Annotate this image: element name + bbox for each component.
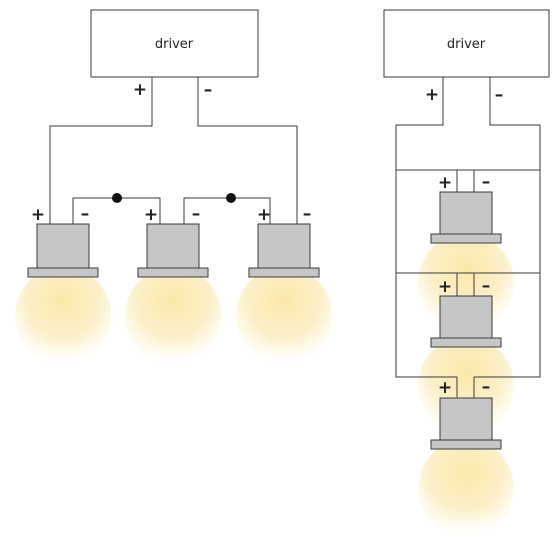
lamp-minus: –	[81, 204, 90, 224]
left-positive-wire	[49, 77, 153, 224]
lamp-plus: +	[438, 378, 452, 398]
lamp-minus: –	[303, 204, 312, 224]
left-negative-wire	[197, 77, 298, 224]
right-driver-minus: –	[495, 85, 504, 105]
left-lamp-1: + –	[27, 204, 99, 278]
left-diagram: driver + – + – + – + –	[10, 9, 340, 365]
lamp-plus: +	[438, 173, 452, 193]
left-driver-label: driver	[155, 37, 194, 52]
lamp-minus: –	[482, 276, 491, 296]
right-lamp-3: + –	[430, 377, 502, 450]
left-driver-minus: –	[204, 80, 213, 100]
right-driver-box	[383, 9, 550, 78]
lamp-minus: –	[482, 377, 491, 397]
lamp-minus: –	[482, 172, 491, 192]
lamp-minus: –	[192, 204, 201, 224]
left-driver-box	[90, 9, 259, 78]
right-driver-plus: +	[425, 85, 439, 105]
right-lamp-1: + –	[430, 172, 502, 244]
lamp-plus: +	[31, 205, 45, 225]
left-lamp-2: + –	[137, 204, 209, 278]
lamp-plus: +	[144, 205, 158, 225]
left-junction-1	[112, 193, 122, 203]
left-junction-2	[226, 193, 236, 203]
right-lamp-2: + –	[430, 276, 502, 348]
right-diagram: driver + – + – + – +	[383, 9, 550, 537]
right-positive-bus	[395, 77, 457, 378]
left-driver-plus: +	[133, 80, 147, 100]
left-lamp-3: + –	[248, 204, 320, 278]
right-negative-bus	[474, 77, 541, 378]
lamp-plus: +	[257, 205, 271, 225]
right-driver-label: driver	[447, 37, 486, 52]
lamp-plus: +	[438, 277, 452, 297]
